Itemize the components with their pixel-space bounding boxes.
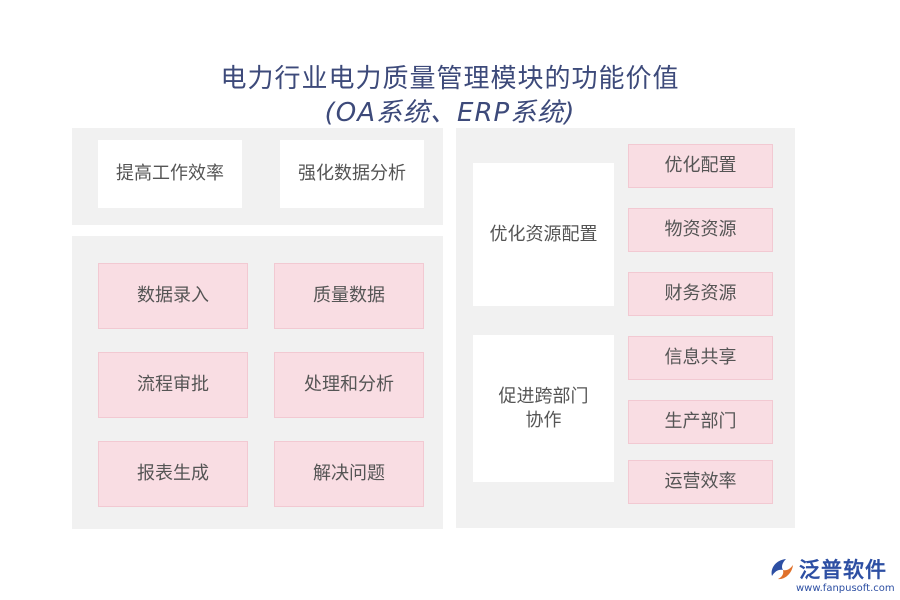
box-report-generation: 报表生成: [98, 441, 248, 507]
top-left-panel: 提高工作效率 强化数据分析: [72, 128, 443, 225]
box-strengthen-analysis: 强化数据分析: [280, 140, 424, 208]
right-panel: 优化资源配置 促进跨部门 协作 优化配置 物资资源 财务资源 信息共享 生产部门…: [456, 128, 795, 528]
brand-logo: 泛普软件: [768, 554, 887, 584]
box-quality-data: 质量数据: [274, 263, 424, 329]
box-optimize-config: 优化配置: [628, 144, 773, 188]
box-improve-efficiency: 提高工作效率: [98, 140, 242, 208]
box-cross-department: 促进跨部门 协作: [473, 335, 614, 482]
box-solve-problems: 解决问题: [274, 441, 424, 507]
bottom-left-panel: 数据录入 质量数据 流程审批 处理和分析 报表生成 解决问题: [72, 236, 443, 529]
box-processing-analysis: 处理和分析: [274, 352, 424, 418]
box-operation-efficiency: 运营效率: [628, 460, 773, 504]
fanpu-logo-icon: [771, 559, 793, 580]
diagram-title: 电力行业电力质量管理模块的功能价值: [220, 64, 680, 94]
box-material-resources: 物资资源: [628, 208, 773, 252]
box-info-sharing: 信息共享: [628, 336, 773, 380]
box-optimize-resources: 优化资源配置: [473, 163, 614, 306]
diagram-subtitle: (OA系统、ERP系统): [324, 98, 576, 128]
logo-name: 泛普软件: [799, 558, 887, 582]
box-process-approval: 流程审批: [98, 352, 248, 418]
box-data-entry: 数据录入: [98, 263, 248, 329]
box-financial-resources: 财务资源: [628, 272, 773, 316]
logo-url: www.fanpusoft.com: [796, 583, 895, 594]
box-production-dept: 生产部门: [628, 400, 773, 444]
